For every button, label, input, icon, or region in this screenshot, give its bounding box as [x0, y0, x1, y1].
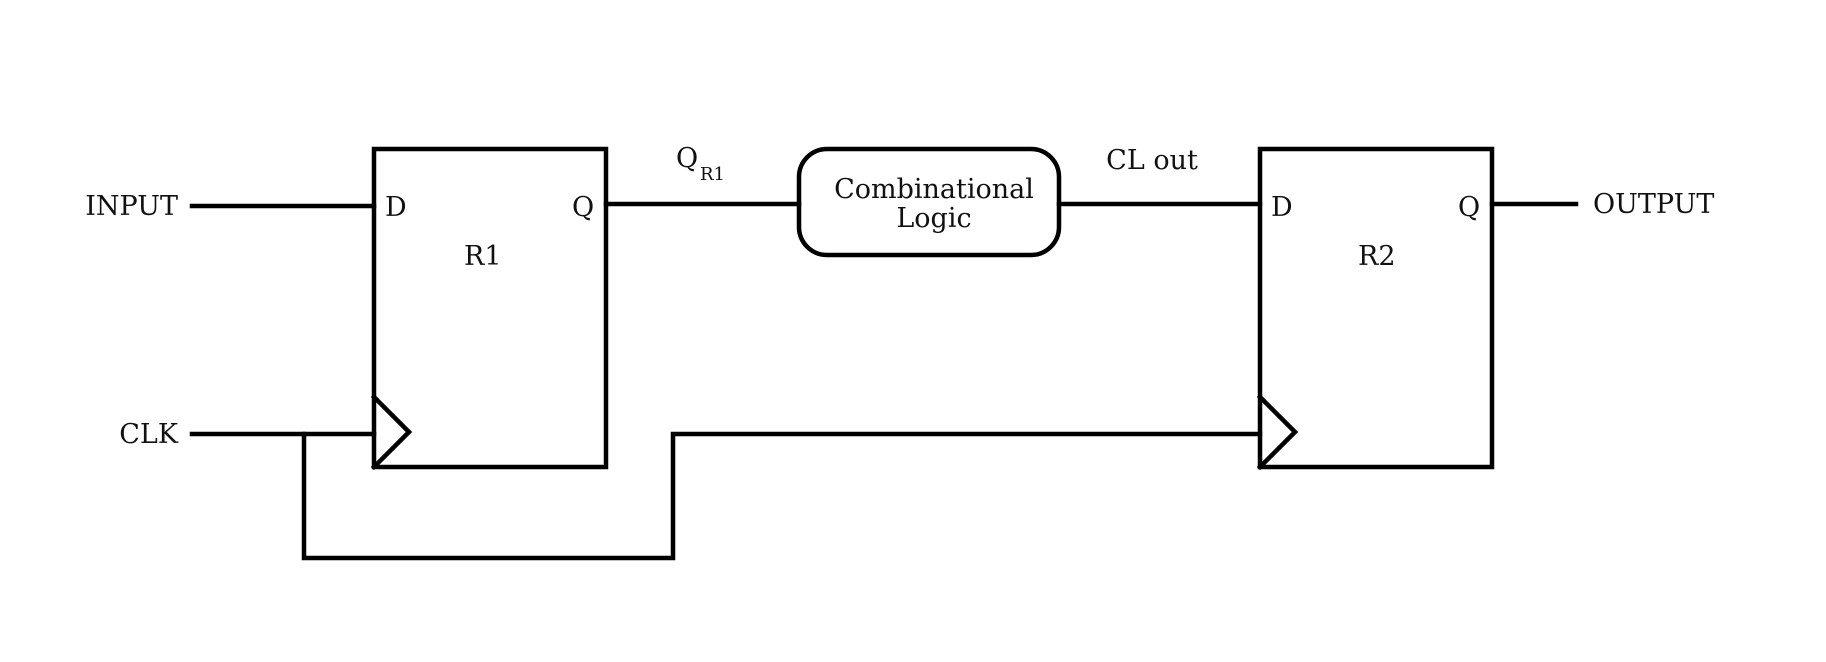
q-r1-label: Q [676, 143, 698, 174]
cl-out-label: CL out [1106, 145, 1198, 176]
q-r1-subscript: R1 [700, 164, 725, 185]
output-label: OUTPUT [1593, 189, 1714, 220]
register-r2-label: R2 [1358, 241, 1396, 272]
register-r1: D Q R1 [370, 146, 609, 471]
clk-wire-r2 [301, 431, 1263, 561]
register-r1-box [371, 146, 609, 470]
register-r2: D Q R2 [1256, 146, 1495, 471]
register-r1-clock-triangle [370, 393, 413, 471]
register-r2-q-pin: Q [1458, 192, 1480, 223]
register-r1-q-pin: Q [572, 192, 594, 223]
combinational-logic-label-line1: Combinational [834, 174, 1034, 205]
input-label: INPUT [85, 191, 178, 222]
register-r1-d-pin: D [385, 192, 407, 223]
register-r1-label: R1 [464, 241, 502, 272]
register-r2-d-pin: D [1271, 192, 1293, 223]
register-r2-clock-triangle [1256, 393, 1299, 471]
combinational-logic-block: Combinational Logic [796, 146, 1062, 258]
clk-label: CLK [119, 419, 179, 450]
combinational-logic-label-line2: Logic [896, 203, 971, 234]
register-r2-box [1257, 146, 1495, 470]
